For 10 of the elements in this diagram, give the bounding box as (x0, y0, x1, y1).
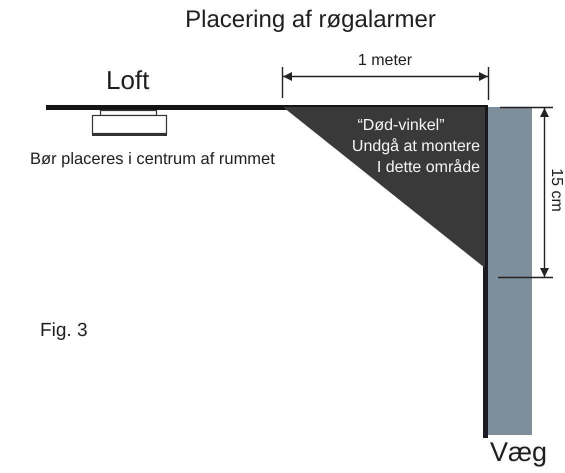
ceiling-label: Loft (106, 66, 150, 96)
dead-zone-triangle (283, 107, 485, 268)
figure-label: Fig. 3 (40, 320, 88, 342)
zone-heading: “Død-vinkel” (357, 116, 445, 136)
dimension-label: 1 meter (358, 52, 412, 70)
placement-note: Bør placeres i centrum af rummet (30, 150, 275, 169)
dimension-label: 15 cm (548, 168, 564, 212)
zone-note: Undgå at montere I dette område (350, 137, 480, 178)
diagram-title: Placering af røgalarmer (185, 6, 436, 33)
wall-label: Væg (490, 437, 548, 468)
